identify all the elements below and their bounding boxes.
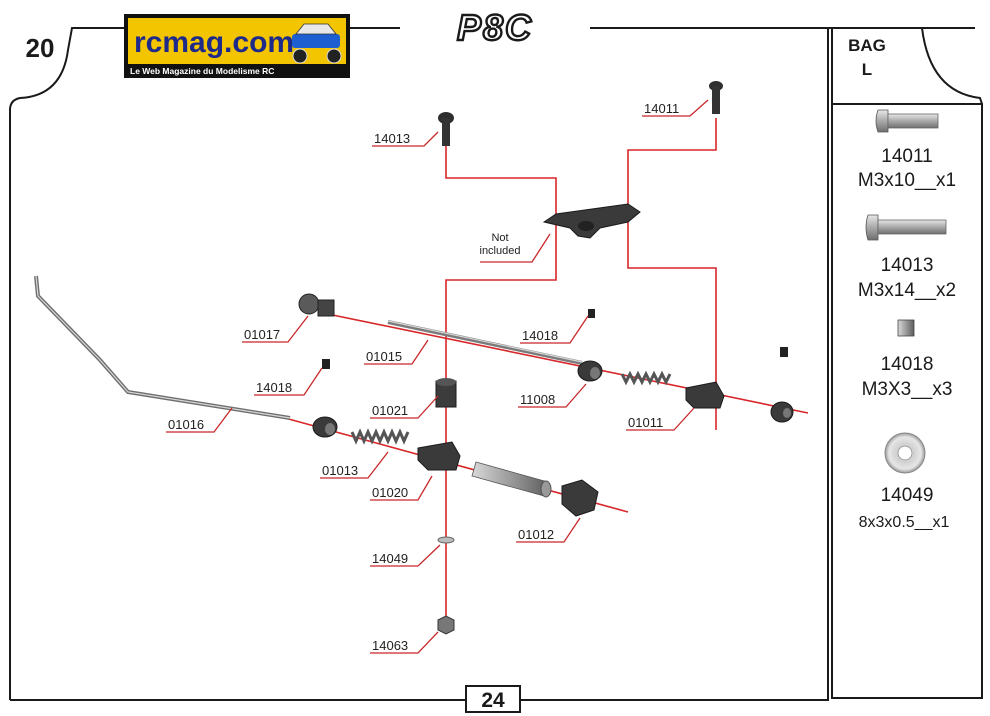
label-not-included-1: Not [491, 232, 508, 244]
page-number-box: 24 [465, 685, 521, 713]
collar-01021 [435, 378, 457, 408]
bag-item-desc: M3X3__x3 [862, 379, 953, 400]
label-14018-left: 14018 [256, 380, 292, 395]
bag-letter: L [862, 60, 872, 79]
bag-item-part: 14018 [881, 354, 934, 375]
nut-01012 [561, 479, 599, 517]
swivel-ball-01017 [298, 293, 335, 317]
site-logo: rcmag.com Le Web Magazine du Modelisme R… [124, 14, 350, 78]
mount-01020 [417, 441, 461, 471]
page-number: 24 [481, 689, 505, 712]
collar-11008 [577, 360, 603, 382]
set-screw-14018a [322, 359, 330, 369]
bag-item-desc: M3x14__x2 [858, 280, 956, 301]
step-number: 20 [26, 33, 55, 63]
collar-right [770, 401, 794, 423]
washer-icon [884, 432, 926, 474]
bag-item-part: 14011 [881, 146, 932, 167]
label-01011: 01011 [628, 415, 663, 430]
label-14049: 14049 [372, 551, 408, 566]
rod-01015 [387, 320, 583, 365]
anti-roll-bar-01016 [34, 275, 291, 420]
label-01013: 01013 [322, 463, 358, 478]
mount-not-included [542, 203, 641, 239]
label-01021: 01021 [372, 403, 408, 418]
bag-item-14018: 14018 M3X3__x3 [862, 319, 953, 400]
label-11008: 11008 [520, 392, 555, 407]
label-01015: 01015 [366, 349, 402, 364]
assembly-axes [284, 118, 809, 625]
label-01012: 01012 [518, 527, 554, 542]
site-tagline: Le Web Magazine du Modelisme RC [130, 66, 274, 76]
set-screw-14018b [588, 309, 595, 318]
nut-14063 [437, 615, 455, 635]
bag-item-14011: 14011 M3x10__x1 [858, 109, 956, 191]
label-14018-upper: 14018 [522, 328, 558, 343]
screw-short-icon [875, 109, 939, 133]
main-frame [9, 27, 983, 701]
screw-long-icon [865, 214, 947, 241]
mount-01011 [685, 381, 725, 409]
label-leaders [166, 99, 709, 654]
rc-buggy-icon [292, 23, 342, 64]
bag-title: BAG [848, 36, 886, 55]
screw-14011 [709, 81, 723, 114]
spring-01013 [350, 428, 410, 445]
spring-upper [620, 370, 672, 386]
label-14011: 14011 [644, 101, 679, 116]
bag-panel-frame [831, 103, 983, 699]
collar-01013-left [312, 416, 338, 438]
site-logo-text: rcmag.com [134, 26, 294, 59]
screw-14013 [438, 112, 454, 146]
label-14013: 14013 [374, 131, 410, 146]
bag-item-desc: 8x3x0.5__x1 [859, 514, 950, 531]
model-logo-text: P8C [457, 7, 533, 48]
washer-14049 [437, 536, 455, 544]
label-not-included-2: included [480, 245, 521, 257]
bag-item-part: 14013 [881, 255, 934, 276]
bag-item-desc: M3x10__x1 [858, 170, 956, 191]
label-01016: 01016 [168, 417, 204, 432]
set-screw-14018c [780, 347, 788, 357]
label-01020: 01020 [372, 485, 408, 500]
bag-item-14013: 14013 M3x14__x2 [858, 214, 956, 301]
set-screw-icon [897, 319, 915, 337]
label-14063: 14063 [372, 638, 408, 653]
model-logo: P8C [400, 6, 590, 49]
assembly-diagram: 14013 14011 Not included 01017 01015 140… [34, 81, 809, 654]
label-01017: 01017 [244, 327, 280, 342]
sleeve-tube [471, 461, 552, 498]
bag-item-14049: 14049 8x3x0.5__x1 [859, 432, 950, 531]
bag-item-part: 14049 [881, 485, 934, 506]
